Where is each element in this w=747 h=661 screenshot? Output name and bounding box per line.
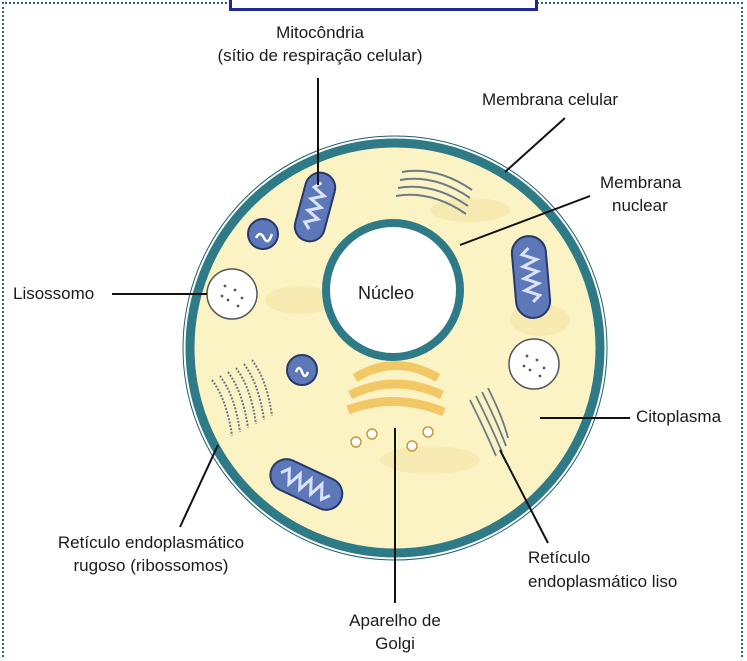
lysosome-left	[207, 269, 257, 319]
mitochondrion-right	[510, 235, 551, 320]
label-golgi-1: Aparelho de	[320, 611, 470, 631]
label-nuclear-membrane-2: nuclear	[612, 196, 668, 216]
leader-rough-er	[180, 445, 218, 527]
label-nucleus: Núcleo	[358, 283, 414, 303]
leader-cell-membrane	[505, 118, 565, 172]
small-organelle-top	[248, 219, 278, 249]
lysosome-right	[509, 339, 559, 389]
label-lysosome: Lisossomo	[13, 284, 94, 304]
label-smooth-er-2: endoplasmático liso	[528, 572, 677, 592]
label-smooth-er-1: Retículo	[528, 548, 590, 568]
label-mitochondria-title: Mitocôndria	[220, 23, 420, 43]
label-mitochondria-sub: (sítio de respiração celular)	[175, 46, 465, 66]
label-nuclear-membrane-1: Membrana	[600, 173, 681, 193]
label-cytoplasm: Citoplasma	[636, 407, 721, 427]
label-rough-er-1: Retículo endoplasmático	[20, 533, 282, 553]
label-golgi-2: Golgi	[320, 634, 470, 654]
small-organelle-middle	[287, 355, 317, 385]
label-cell-membrane: Membrana celular	[482, 90, 618, 110]
label-rough-er-2: rugoso (ribossomos)	[20, 556, 282, 576]
